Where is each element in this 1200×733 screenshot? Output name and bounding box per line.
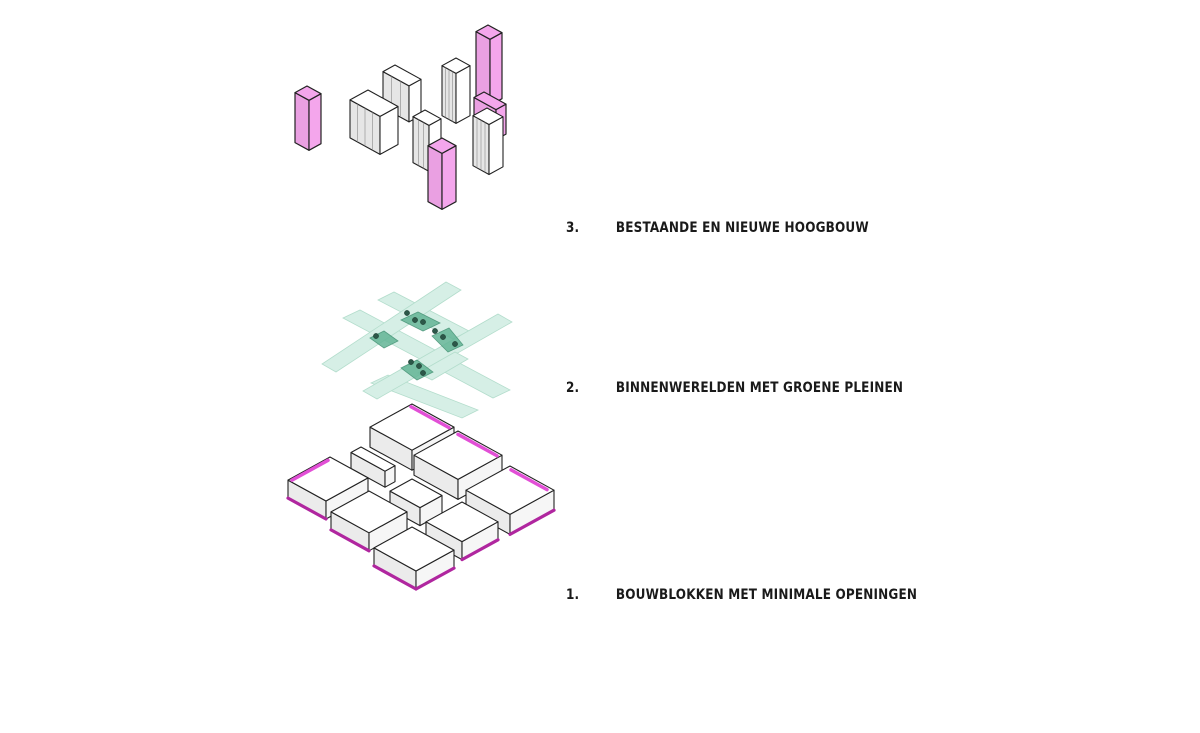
tree-icon-6 bbox=[408, 359, 414, 365]
block-north-accent-stripe-0 bbox=[409, 405, 451, 430]
layer-2-green-inner-worlds bbox=[321, 281, 513, 419]
tree-icon-0 bbox=[404, 310, 410, 316]
block-east-accent-base-right bbox=[508, 508, 556, 537]
new-tower-south-top-face bbox=[427, 137, 457, 154]
new-tower-west bbox=[294, 85, 322, 151]
layer-2-title: BINNENWERELDEN MET GROENE PLEINEN bbox=[615, 380, 904, 396]
block-center-top-face bbox=[389, 478, 443, 509]
tree-icon-2 bbox=[420, 319, 426, 325]
tree-icon-1 bbox=[412, 317, 418, 323]
block-east bbox=[465, 465, 556, 537]
new-tower-northeast bbox=[475, 24, 503, 106]
tree-icon-9 bbox=[432, 328, 438, 334]
tree-icon-7 bbox=[416, 363, 422, 369]
layer-3-title: BESTAANDE EN NIEUWE HOOGBOUW bbox=[615, 220, 869, 236]
new-tower-south-right-face bbox=[441, 145, 457, 210]
existing-tower-northeast bbox=[441, 57, 471, 124]
layer-1-number: 1. bbox=[566, 587, 580, 603]
block-south-west bbox=[329, 490, 408, 553]
layer-3-label: 3. BESTAANDE EN NIEUWE HOOGBOUW bbox=[566, 220, 869, 236]
block-east-accent-stripe-0 bbox=[509, 468, 549, 492]
block-small-north-top-face bbox=[350, 446, 396, 472]
new-tower-northeast-right-face bbox=[489, 32, 503, 106]
tree-icon-8 bbox=[420, 370, 426, 376]
tree-icon-3 bbox=[440, 334, 446, 340]
block-south-east-accent-base-right bbox=[460, 538, 500, 562]
tree-icon-4 bbox=[452, 341, 458, 347]
block-south-top-face bbox=[373, 526, 455, 572]
new-tower-south-left-face bbox=[427, 145, 443, 210]
existing-tower-east-top-face bbox=[472, 107, 504, 126]
existing-slab-west-top-face bbox=[349, 89, 399, 117]
block-north-top-face bbox=[369, 403, 455, 451]
new-podium-northeast-top-face bbox=[473, 91, 507, 111]
new-tower-west-top-face bbox=[294, 85, 322, 101]
new-tower-northeast-top-face bbox=[475, 24, 503, 40]
tree-icon-5 bbox=[373, 333, 379, 339]
new-tower-south bbox=[427, 137, 457, 210]
block-south-west-top-face bbox=[330, 490, 408, 534]
existing-tower-center-top-face bbox=[412, 109, 442, 126]
layer-2-label: 2. BINNENWERELDEN MET GROENE PLEINEN bbox=[566, 380, 903, 396]
block-south bbox=[372, 526, 456, 591]
block-south-accent-base-right bbox=[414, 566, 456, 591]
block-south-east-top-face bbox=[425, 501, 499, 543]
block-north-east-top-face bbox=[413, 430, 503, 480]
new-tower-west-left-face bbox=[294, 91, 310, 151]
existing-slab-north-top-face bbox=[382, 64, 422, 87]
existing-tower-east bbox=[472, 107, 504, 176]
layer-1-building-blocks bbox=[286, 403, 556, 591]
layer-1-title: BOUWBLOKKEN MET MINIMALE OPENINGEN bbox=[615, 587, 918, 603]
layer-3-highrise-buildings bbox=[294, 24, 507, 210]
new-tower-west-right-face bbox=[308, 93, 322, 151]
block-west-accent-base-left bbox=[286, 496, 328, 521]
block-east-top-face bbox=[465, 465, 555, 515]
block-south-west-accent-base-left bbox=[329, 528, 371, 553]
block-small-north bbox=[350, 446, 396, 488]
block-north-east-accent-stripe-0 bbox=[456, 432, 499, 458]
layer-1-label: 1. BOUWBLOKKEN MET MINIMALE OPENINGEN bbox=[566, 587, 917, 603]
block-center bbox=[389, 478, 443, 527]
block-west-accent-stripe-0 bbox=[290, 458, 330, 482]
green-corridor-4 bbox=[321, 281, 462, 373]
existing-slab-west bbox=[349, 89, 399, 155]
block-south-accent-base-left bbox=[372, 564, 418, 591]
layer-3-number: 3. bbox=[566, 220, 580, 236]
layer-2-number: 2. bbox=[566, 380, 580, 396]
existing-tower-northeast-right-face bbox=[455, 65, 471, 124]
existing-tower-center-left-face bbox=[412, 116, 430, 172]
block-west-top-face bbox=[287, 456, 369, 502]
existing-tower-east-right-face bbox=[488, 116, 504, 176]
existing-tower-northeast-top-face bbox=[441, 57, 471, 74]
